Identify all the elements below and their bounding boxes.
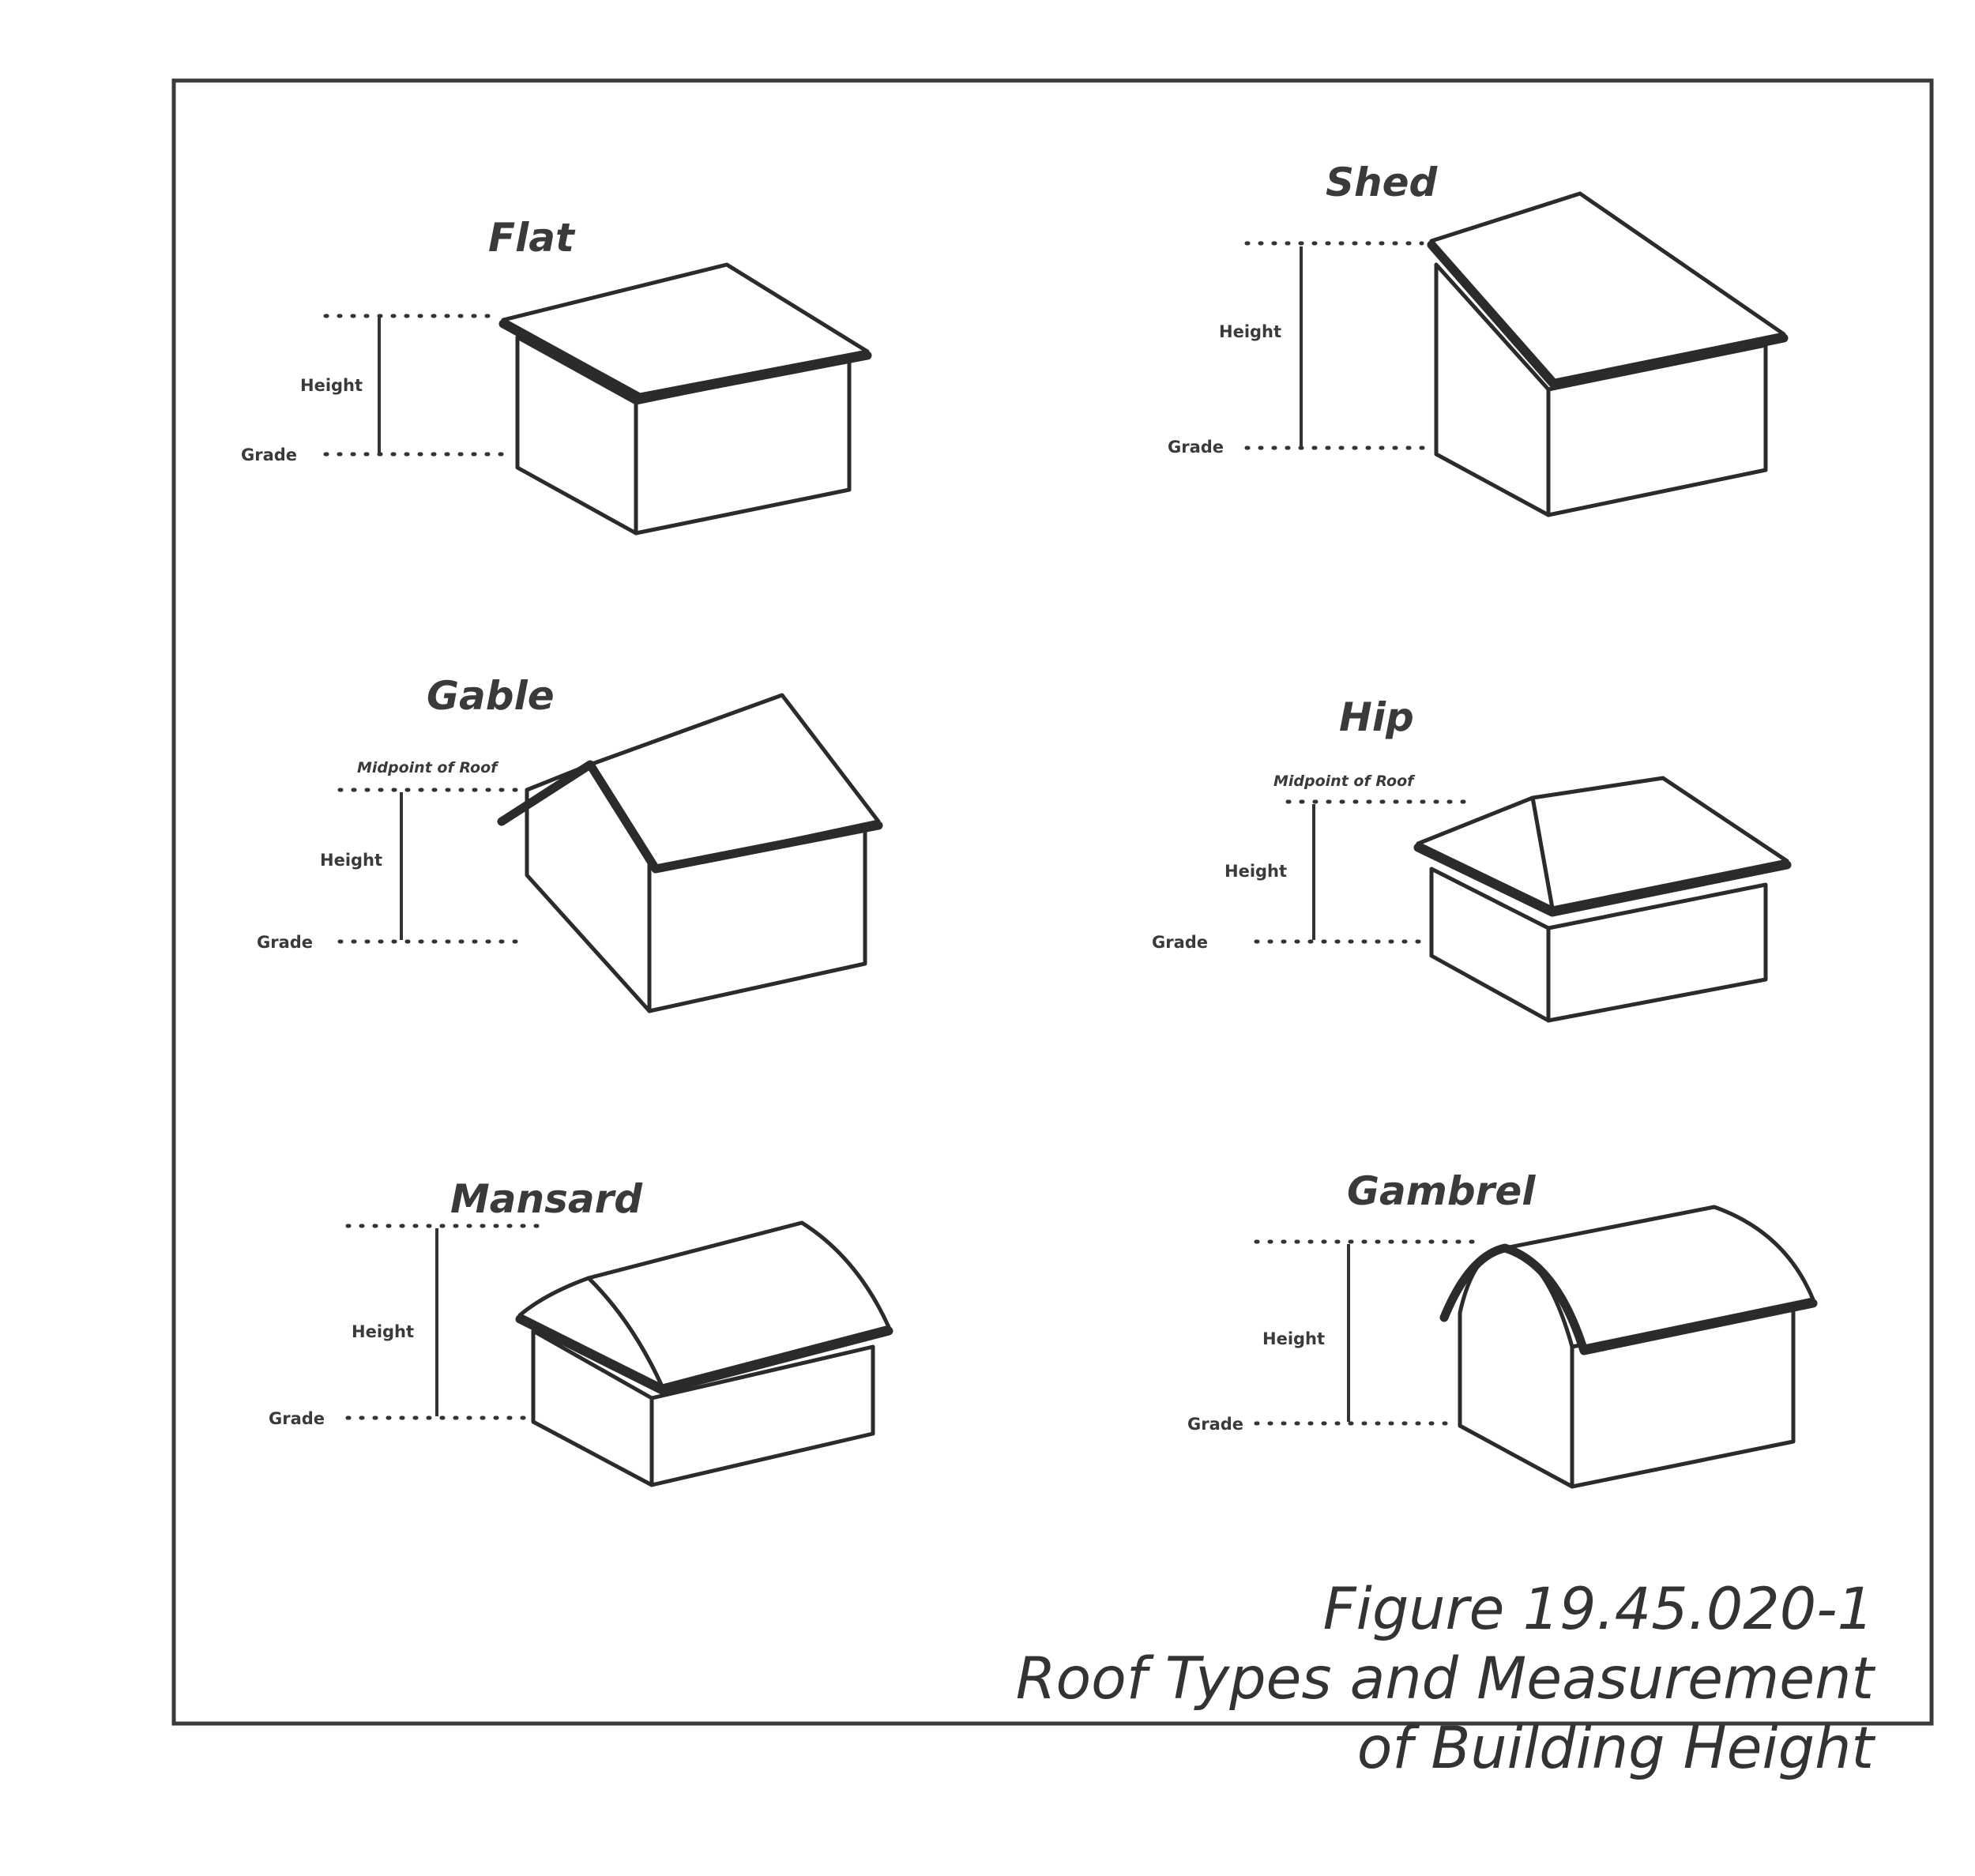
gable-height-label: Height <box>320 851 382 870</box>
gable-grade-label: Grade <box>257 933 313 952</box>
shed-roof-diagram: Shed Height Grade <box>1168 160 1789 517</box>
flat-title: Flat <box>488 215 576 261</box>
gambrel-grade-label: Grade <box>1187 1415 1243 1434</box>
hip-title: Hip <box>1339 694 1414 740</box>
mansard-side-wall <box>649 1344 875 1487</box>
gable-title: Gable <box>427 673 555 719</box>
mansard-roof-diagram: Mansard Height Grade <box>269 1176 893 1487</box>
gambrel-height-label: Height <box>1262 1329 1325 1348</box>
flat-grade-label: Grade <box>241 446 297 464</box>
flat-height-label: Height <box>300 376 363 395</box>
gable-roof-eave <box>497 760 883 874</box>
hip-height-label: Height <box>1224 862 1287 881</box>
caption-title-line2: of Building Height <box>1357 1715 1876 1782</box>
gambrel-title: Gambrel <box>1347 1168 1536 1214</box>
shed-grade-label: Grade <box>1168 438 1224 457</box>
mansard-grade-label: Grade <box>269 1409 325 1428</box>
figure-caption: Figure 19.45.020-1 Roof Types and Measur… <box>1016 1576 1876 1782</box>
hip-midpoint-label: Midpoint of Roof <box>1273 773 1416 790</box>
shed-roof-eave <box>1427 240 1789 390</box>
flat-roof-eave <box>498 319 872 404</box>
hip-side-wall <box>1546 882 1768 1023</box>
figure-frame <box>171 78 1934 1726</box>
mansard-height-label: Height <box>352 1322 414 1341</box>
hip-grade-label: Grade <box>1152 933 1208 952</box>
mansard-roof-eave <box>515 1314 893 1395</box>
hip-roof-diagram: Hip Midpoint of Roof Height Grade <box>1152 694 1792 1023</box>
shed-title: Shed <box>1326 160 1439 205</box>
gable-midpoint-label: Midpoint of Roof <box>357 759 499 776</box>
gable-roof-diagram: Gable Midpoint of Roof Height Grade <box>257 673 883 1013</box>
shed-height-label: Height <box>1219 322 1281 341</box>
caption-title-line1: Roof Types and Measurement <box>1016 1645 1876 1712</box>
gambrel-roof-diagram: Gambrel Height Grade <box>1187 1168 1818 1489</box>
mansard-title: Mansard <box>450 1176 643 1222</box>
hip-roof-eave <box>1413 843 1792 917</box>
gambrel-roof-eave <box>1439 1243 1818 1355</box>
caption-figure-number: Figure 19.45.020-1 <box>1323 1576 1874 1643</box>
flat-roof-diagram: Flat Height Grade <box>241 215 872 536</box>
